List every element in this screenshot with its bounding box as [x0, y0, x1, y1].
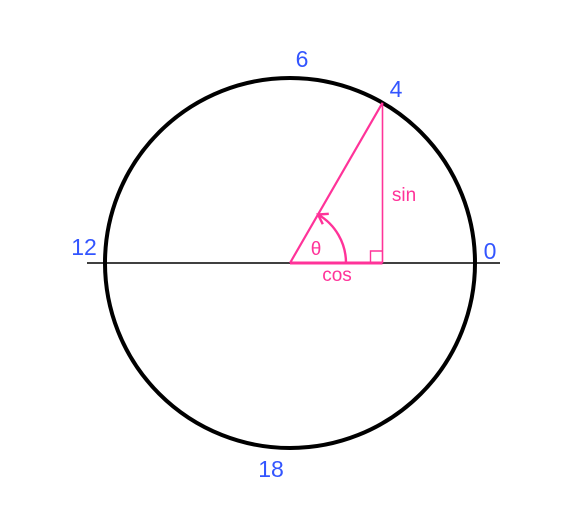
angle-arc: [317, 213, 348, 264]
radius-line: [289, 102, 384, 264]
marker-label-left: 12: [71, 234, 97, 260]
cosine-label: cos: [322, 265, 352, 286]
right-angle-marker: [369, 250, 383, 263]
angle-arc-arrowhead: [316, 212, 329, 225]
marker-label-point: 4: [390, 76, 403, 102]
unit-circle: [103, 76, 477, 450]
marker-label-bottom: 18: [258, 456, 284, 482]
sine-label: sin: [392, 185, 416, 206]
angle-triangle: [289, 102, 384, 265]
marker-label-top: 6: [296, 46, 309, 72]
marker-label-right: 0: [484, 238, 497, 264]
angle-theta-label: θ: [311, 239, 322, 260]
